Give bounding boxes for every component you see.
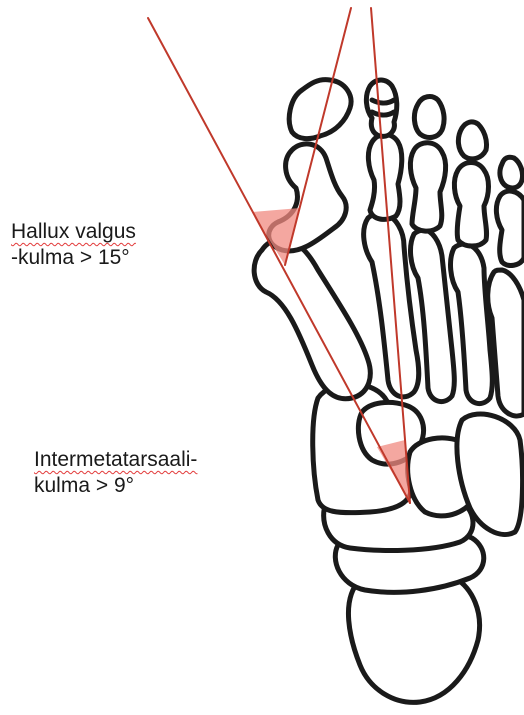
fourth-toe-tip-bone: [458, 122, 486, 159]
fifth-toe-phalanges-bone: [496, 191, 524, 265]
hallux-valgus-label-line1: Hallux valgus: [11, 219, 136, 245]
intermetatarsal-label-line1: Intermetatarsaali-: [34, 447, 197, 473]
fourth-toe-phalanges-bone: [454, 163, 488, 247]
foot-bones: [254, 80, 524, 703]
third-toe-phalanges-bone: [410, 143, 445, 231]
first-metatarsal-bone: [254, 240, 370, 399]
hallux-valgus-label-line2: -kulma > 15°: [11, 245, 136, 271]
third-toe-tip-bone: [414, 97, 444, 138]
intermetatarsal-label-line2: kulma > 9°: [34, 473, 197, 499]
second-toe-distal-phalanx-bone: [366, 80, 396, 136]
fifth-toe-tip-bone: [500, 157, 523, 188]
hallux-valgus-label: Hallux valgus -kulma > 15°: [11, 219, 136, 271]
intermetatarsal-label: Intermetatarsaali- kulma > 9°: [34, 447, 197, 499]
